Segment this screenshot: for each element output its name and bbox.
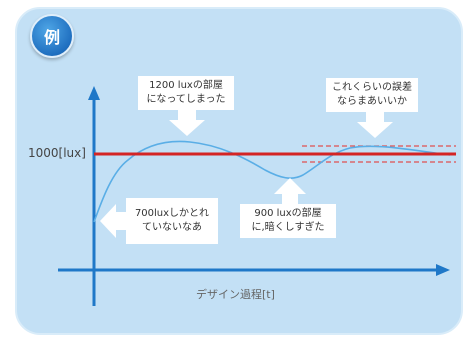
callout-bottom-middle-line2: に,暗くしすぎた <box>251 222 325 233</box>
example-badge: 例 <box>30 14 74 58</box>
callout-top-left-line2: になってしまった <box>146 94 226 105</box>
callout-top-right-line1: これくらいの誤差 <box>332 82 412 93</box>
callout-bottom-middle-arrow <box>274 178 306 204</box>
callout-top-right-line2: ならまあいいか <box>337 96 407 107</box>
callout-top-right-arrow <box>357 112 393 138</box>
callout-top-left-box <box>138 76 234 110</box>
callout-top-left-line1: 1200 luxの部屋 <box>149 80 223 91</box>
callout-bottom-left-text: 700luxしかとれ ていないなあ <box>126 207 218 235</box>
callout-bottom-left-line1: 700luxしかとれ <box>134 208 210 219</box>
response-curve <box>93 140 451 223</box>
callout-bottom-left-line2: ていないなあ <box>142 222 202 233</box>
y-axis-arrowhead <box>88 86 100 100</box>
callout-bottom-middle-box <box>240 204 336 238</box>
example-badge-label: 例 <box>43 28 60 47</box>
callout-bottom-left-box <box>126 198 218 244</box>
callout-bottom-middle-line1: 900 luxの部屋 <box>254 208 322 219</box>
callout-top-right-box <box>326 78 418 112</box>
x-axis-label: デザイン過程[t] <box>196 288 275 301</box>
callout-top-left-arrow <box>169 110 205 136</box>
callout-top-left-text: 1200 luxの部屋 になってしまった <box>138 79 234 107</box>
callout-top-right-text: これくらいの誤差 ならまあいいか <box>326 81 418 109</box>
callout-bottom-middle-text: 900 luxの部屋 に,暗くしすぎた <box>240 207 336 235</box>
y-axis-label: 1000[lux] <box>28 146 86 160</box>
callout-bottom-left-arrow <box>100 204 126 238</box>
x-axis-arrowhead <box>436 264 450 276</box>
